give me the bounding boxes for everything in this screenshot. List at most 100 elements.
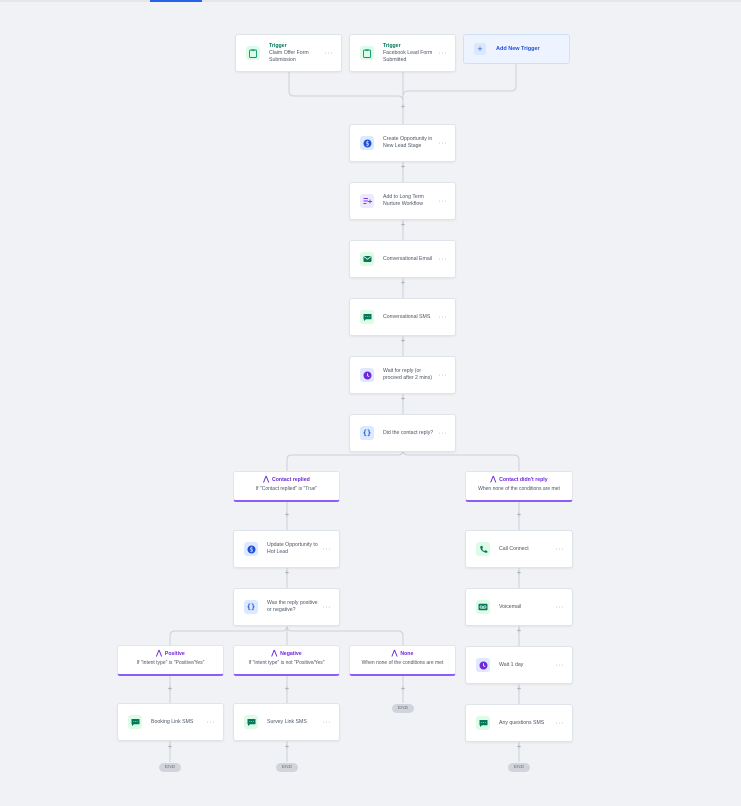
more-options-icon[interactable]: ··· — [438, 49, 447, 57]
branch-condition: When none of the conditions are met — [361, 660, 444, 666]
action-card[interactable]: $ Create Opportunity in New Lead Stage ·… — [349, 124, 456, 162]
add-step-button[interactable]: + — [400, 394, 406, 403]
add-step-button[interactable]: + — [400, 220, 406, 229]
action-card[interactable]: Booking Link SMS ··· — [117, 703, 224, 741]
branch-title: None — [400, 651, 414, 657]
action-card[interactable]: Conversational Email ··· — [349, 240, 456, 278]
more-options-icon[interactable]: ··· — [322, 718, 331, 726]
condition-braces-icon: {} — [360, 426, 374, 440]
branch-negative[interactable]: ⋀Negative If "intent type" is not "Posit… — [233, 645, 340, 676]
more-options-icon[interactable]: ··· — [438, 371, 447, 379]
add-step-button[interactable]: + — [516, 742, 522, 751]
action-label: Wait 1 day — [499, 661, 524, 668]
action-label: Create Opportunity in New Lead Stage — [383, 136, 433, 149]
clock-icon — [360, 368, 374, 382]
add-step-button[interactable]: + — [284, 684, 290, 693]
end-marker: END — [276, 762, 298, 772]
branch-title: Positive — [164, 651, 185, 657]
top-tab-bar — [0, 0, 741, 2]
add-step-button[interactable]: + — [516, 626, 522, 635]
sms-icon — [360, 310, 374, 324]
action-card[interactable]: Wait for reply (or proceed after 2 mins)… — [349, 356, 456, 394]
more-options-icon[interactable]: ··· — [555, 661, 564, 669]
branch-icon: ⋀ — [156, 650, 162, 657]
add-step-button[interactable]: + — [167, 684, 173, 693]
action-card[interactable]: $ Update Opportunity to Hot Lead ··· — [233, 530, 340, 568]
email-icon — [360, 252, 374, 266]
more-options-icon[interactable]: ··· — [322, 545, 331, 553]
add-step-button[interactable]: + — [516, 510, 522, 519]
action-label: Booking Link SMS — [151, 718, 194, 725]
form-icon — [246, 46, 260, 60]
add-step-button[interactable]: + — [400, 278, 406, 287]
more-options-icon[interactable]: ··· — [438, 197, 447, 205]
phone-icon — [476, 542, 490, 556]
action-label: Any questions SMS — [499, 719, 545, 726]
branch-condition: If "intent type" is not "Positive/Yes" — [248, 660, 325, 666]
add-step-button[interactable]: + — [400, 162, 406, 171]
action-label: Wait for reply (or proceed after 2 mins) — [383, 368, 433, 381]
branch-contact-replied[interactable]: ⋀Contact replied If "Contact replied" is… — [233, 471, 340, 502]
svg-text:$: $ — [365, 140, 369, 147]
sms-icon — [476, 716, 490, 730]
branch-icon: ⋀ — [391, 650, 398, 657]
more-options-icon[interactable]: ··· — [555, 719, 564, 727]
action-card[interactable]: Any questions SMS ··· — [465, 704, 573, 742]
trigger-label: Facebook Lead Form Submitted — [383, 49, 433, 63]
more-options-icon[interactable]: ··· — [322, 603, 331, 611]
action-label: Call Connect — [499, 545, 529, 552]
add-step-button[interactable]: + — [400, 684, 406, 693]
action-card[interactable]: Call Connect ··· — [465, 530, 573, 568]
branch-none[interactable]: ⋀None When none of the conditions are me… — [349, 645, 456, 676]
action-card[interactable]: Conversational SMS ··· — [349, 298, 456, 336]
more-options-icon[interactable]: ··· — [324, 49, 333, 57]
add-new-trigger-label: Add New Trigger — [496, 46, 540, 52]
condition-card[interactable]: {} Did the contact reply? ··· — [349, 414, 456, 452]
branch-condition: If "intent type" is "Positive/Yes" — [136, 660, 205, 666]
branch-contact-didnt-reply[interactable]: ⋀Contact didn't reply When none of the c… — [465, 471, 573, 502]
action-card[interactable]: Wait 1 day ··· — [465, 646, 573, 684]
more-options-icon[interactable]: ··· — [438, 255, 447, 263]
add-new-trigger-button[interactable]: + Add New Trigger — [463, 34, 570, 64]
sms-icon — [244, 715, 258, 729]
trigger-title: Trigger — [269, 42, 287, 49]
active-tab-indicator — [150, 0, 202, 2]
action-label: Update Opportunity to Hot Lead — [267, 542, 318, 555]
branch-title: Contact replied — [271, 477, 310, 483]
more-options-icon[interactable]: ··· — [206, 718, 215, 726]
action-label: Conversational Email — [383, 255, 433, 262]
condition-card[interactable]: {} Was the reply positive or negative? ·… — [233, 588, 340, 626]
add-step-button[interactable]: + — [516, 684, 522, 693]
branch-icon: ⋀ — [490, 476, 497, 483]
action-card[interactable]: Survey Link SMS ··· — [233, 703, 340, 741]
more-options-icon[interactable]: ··· — [438, 139, 447, 147]
add-step-button[interactable]: + — [284, 742, 290, 751]
action-label: Conversational SMS — [383, 313, 431, 320]
more-options-icon[interactable]: ··· — [438, 429, 447, 437]
add-step-button[interactable]: + — [400, 102, 406, 111]
add-step-button[interactable]: + — [284, 510, 290, 519]
more-options-icon[interactable]: ··· — [555, 603, 564, 611]
workflow-icon — [360, 194, 374, 208]
branch-positive[interactable]: ⋀Positive If "intent type" is "Positive/… — [117, 645, 224, 676]
action-card[interactable]: Voicemail ··· — [465, 588, 573, 626]
end-marker: END — [508, 762, 530, 772]
more-options-icon[interactable]: ··· — [438, 313, 447, 321]
svg-text:$: $ — [249, 546, 253, 553]
end-marker: END — [392, 703, 414, 713]
action-label: Voicemail — [499, 603, 522, 610]
clock-icon — [476, 658, 490, 672]
trigger-label: Claim Offer Form Submission — [269, 49, 309, 63]
branch-condition: If "Contact replied" is "True" — [255, 486, 318, 492]
more-options-icon[interactable]: ··· — [555, 545, 564, 553]
add-step-button[interactable]: + — [167, 742, 173, 751]
action-card[interactable]: Add to Long Term Nurture Workflow ··· — [349, 182, 456, 220]
add-step-button[interactable]: + — [516, 568, 522, 577]
add-step-button[interactable]: + — [284, 568, 290, 577]
form-icon — [360, 46, 374, 60]
action-label: Did the contact reply? — [383, 429, 434, 436]
add-step-button[interactable]: + — [400, 336, 406, 345]
